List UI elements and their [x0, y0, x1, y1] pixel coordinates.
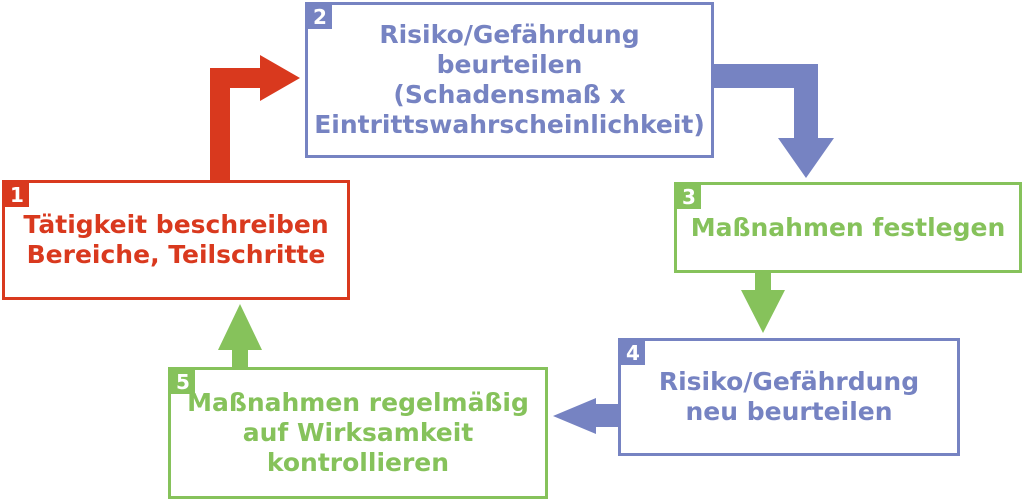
step-4-line-2: neu beurteilen — [685, 397, 893, 426]
step-2-line-3: (Schadensmaß x — [393, 80, 626, 109]
step-1-label: Tätigkeit beschreiben Bereiche, Teilschr… — [9, 210, 342, 270]
arrow-5-to-1 — [218, 304, 262, 367]
step-2-line-4: Eintrittswahrscheinlichkeit) — [314, 110, 705, 139]
step-1-box: 1 Tätigkeit beschreiben Bereiche, Teilsc… — [2, 180, 350, 300]
arrow-2-to-3 — [714, 64, 834, 178]
step-1-line-1: Tätigkeit beschreiben — [23, 210, 329, 239]
step-5-line-1: Maßnahmen regelmäßig — [187, 388, 529, 417]
step-5-line-2: auf Wirksamkeit — [242, 418, 474, 447]
step-1-number-badge: 1 — [5, 183, 29, 207]
step-3-line-1: Maßnahmen festlegen — [690, 212, 1006, 242]
step-1-line-2: Bereiche, Teilschritte — [26, 240, 326, 269]
step-3-box: 3 Maßnahmen festlegen — [674, 182, 1022, 273]
step-2-number-badge: 2 — [308, 5, 332, 29]
step-3-number-badge: 3 — [677, 185, 701, 209]
step-2-line-1: Risiko/Gefährdung — [379, 20, 640, 49]
arrow-3-to-4 — [741, 273, 785, 333]
arrow-1-to-2 — [210, 55, 300, 180]
step-5-number-badge: 5 — [171, 370, 195, 394]
arrow-4-to-5 — [553, 398, 618, 434]
step-5-box: 5 Maßnahmen regelmäßig auf Wirksamkeit k… — [168, 367, 548, 499]
step-3-label: Maßnahmen festlegen — [677, 213, 1020, 243]
step-4-line-1: Risiko/Gefährdung — [658, 367, 920, 396]
step-2-label: Risiko/Gefährdung beurteilen (Schadensma… — [300, 20, 719, 140]
step-5-line-3: kontrollieren — [266, 448, 450, 477]
step-5-label: Maßnahmen regelmäßig auf Wirksamkeit kon… — [173, 388, 543, 478]
step-4-number-badge: 4 — [621, 341, 645, 365]
step-2-line-2: beurteilen — [436, 50, 583, 79]
step-2-box: 2 Risiko/Gefährdung beurteilen (Schadens… — [305, 2, 714, 158]
step-4-box: 4 Risiko/Gefährdung neu beurteilen — [618, 338, 960, 456]
step-4-label: Risiko/Gefährdung neu beurteilen — [645, 367, 933, 427]
